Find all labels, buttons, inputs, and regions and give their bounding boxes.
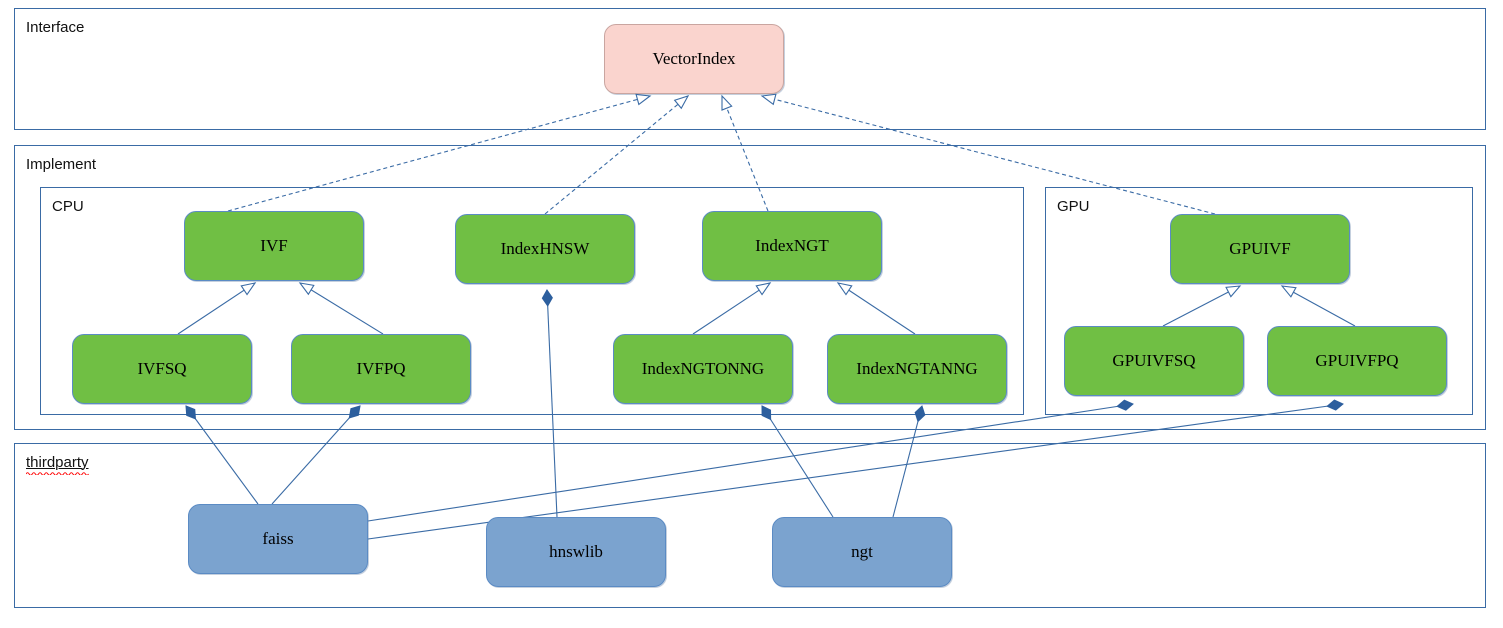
node-indexngtanng[interactable]: IndexNGTANNG (827, 334, 1007, 404)
frame-thirdparty-text: thirdparty (26, 454, 89, 471)
node-indexngt[interactable]: IndexNGT (702, 211, 882, 281)
node-vectorindex[interactable]: VectorIndex (604, 24, 784, 94)
frame-cpu-label: CPU (52, 198, 84, 215)
node-gpuivfpq-label: GPUIVFPQ (1315, 351, 1399, 370)
frame-implement-label: Implement (26, 156, 97, 173)
node-faiss[interactable]: faiss (188, 504, 368, 574)
node-vectorindex-label: VectorIndex (652, 49, 736, 68)
node-indexhnsw-label: IndexHNSW (500, 239, 590, 258)
node-gpuivfsq-label: GPUIVFSQ (1112, 351, 1196, 370)
node-indexhnsw[interactable]: IndexHNSW (455, 214, 635, 284)
node-gpuivf-label: GPUIVF (1229, 239, 1291, 258)
frame-interface-label: Interface (26, 19, 85, 36)
node-ivfpq[interactable]: IVFPQ (291, 334, 471, 404)
node-indexngtanng-label: IndexNGTANNG (856, 359, 978, 378)
node-hnswlib[interactable]: hnswlib (486, 517, 666, 587)
node-ivfsq[interactable]: IVFSQ (72, 334, 252, 404)
node-indexngtonng-label: IndexNGTONNG (641, 359, 765, 378)
node-gpuivfsq[interactable]: GPUIVFSQ (1064, 326, 1244, 396)
node-ngt-label: ngt (851, 542, 873, 561)
node-ivfsq-label: IVFSQ (137, 359, 187, 378)
node-ivfpq-label: IVFPQ (356, 359, 406, 378)
node-ivf[interactable]: IVF (184, 211, 364, 281)
node-faiss-label: faiss (262, 529, 294, 548)
node-indexngt-label: IndexNGT (755, 236, 829, 255)
node-ivf-label: IVF (260, 236, 288, 255)
node-ngt[interactable]: ngt (772, 517, 952, 587)
node-hnswlib-label: hnswlib (549, 542, 603, 561)
frame-thirdparty-label: thirdparty (26, 454, 89, 475)
node-gpuivfpq[interactable]: GPUIVFPQ (1267, 326, 1447, 396)
node-indexngtonng[interactable]: IndexNGTONNG (613, 334, 793, 404)
frame-gpu-label: GPU (1057, 198, 1090, 215)
node-gpuivf[interactable]: GPUIVF (1170, 214, 1350, 284)
